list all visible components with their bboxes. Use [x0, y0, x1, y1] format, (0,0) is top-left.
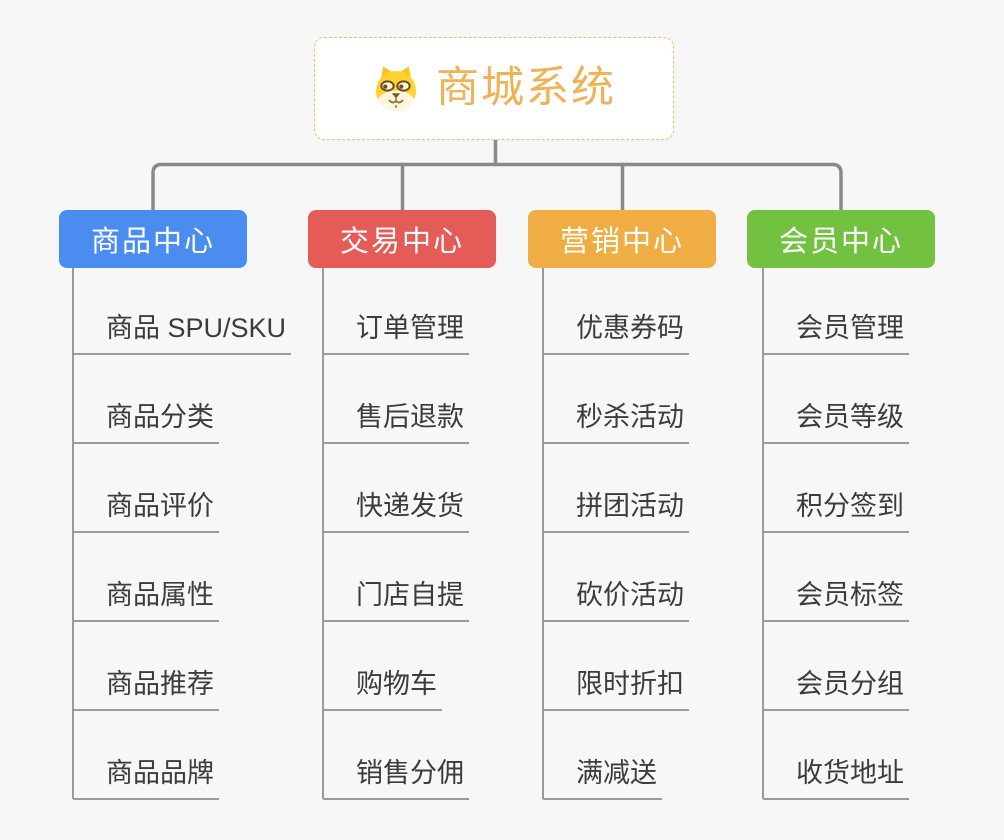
item-flash-sale[interactable]: 秒杀活动	[543, 401, 689, 444]
item-row: 快递发货	[323, 444, 583, 533]
item-product-category[interactable]: 商品分类	[73, 401, 219, 444]
item-row: 会员管理	[763, 266, 1004, 355]
item-product-review[interactable]: 商品评价	[73, 490, 219, 533]
item-row: 会员标签	[763, 533, 1004, 622]
item-row: 积分签到	[763, 444, 1004, 533]
item-product-brand[interactable]: 商品品牌	[73, 757, 219, 800]
item-sales-commission[interactable]: 销售分佣	[323, 757, 469, 800]
column-product-center: 商品 SPU/SKU 商品分类 商品评价 商品属性 商品推荐 商品品牌	[73, 266, 333, 800]
item-row: 商品分类	[73, 355, 333, 444]
item-row: 商品评价	[73, 444, 333, 533]
branch-node-member-center[interactable]: 会员中心	[747, 210, 935, 268]
item-express-delivery[interactable]: 快递发货	[323, 490, 469, 533]
item-bargain-activity[interactable]: 砍价活动	[543, 579, 689, 622]
column-trade-center: 订单管理 售后退款 快递发货 门店自提 购物车 销售分佣	[323, 266, 583, 800]
item-row: 门店自提	[323, 533, 583, 622]
item-product-attribute[interactable]: 商品属性	[73, 579, 219, 622]
item-row: 订单管理	[323, 266, 583, 355]
item-aftersale-refund[interactable]: 售后退款	[323, 401, 469, 444]
item-coupon-code[interactable]: 优惠券码	[543, 312, 689, 355]
item-points-checkin[interactable]: 积分签到	[763, 490, 909, 533]
item-row: 拼团活动	[543, 444, 803, 533]
root-node[interactable]: 商城系统	[314, 37, 674, 140]
item-row: 购物车	[323, 622, 583, 711]
item-row: 满减送	[543, 711, 803, 800]
item-row: 秒杀活动	[543, 355, 803, 444]
item-row: 砍价活动	[543, 533, 803, 622]
item-member-group[interactable]: 会员分组	[763, 668, 909, 711]
column-marketing-center: 优惠券码 秒杀活动 拼团活动 砍价活动 限时折扣 满减送	[543, 266, 803, 800]
item-product-recommend[interactable]: 商品推荐	[73, 668, 219, 711]
item-row: 商品 SPU/SKU	[73, 266, 333, 355]
item-row: 会员等级	[763, 355, 1004, 444]
item-row: 优惠券码	[543, 266, 803, 355]
item-full-reduction[interactable]: 满减送	[543, 757, 662, 800]
item-limited-time-discount[interactable]: 限时折扣	[543, 668, 689, 711]
item-store-pickup[interactable]: 门店自提	[323, 579, 469, 622]
item-member-level[interactable]: 会员等级	[763, 401, 909, 444]
item-group-buy[interactable]: 拼团活动	[543, 490, 689, 533]
item-row: 限时折扣	[543, 622, 803, 711]
item-row: 商品推荐	[73, 622, 333, 711]
item-row: 销售分佣	[323, 711, 583, 800]
item-row: 售后退款	[323, 355, 583, 444]
item-order-management[interactable]: 订单管理	[323, 312, 469, 355]
dog-face-icon	[376, 66, 416, 111]
item-row: 商品品牌	[73, 711, 333, 800]
item-member-tag[interactable]: 会员标签	[763, 579, 909, 622]
item-member-management[interactable]: 会员管理	[763, 312, 909, 355]
column-member-center: 会员管理 会员等级 积分签到 会员标签 会员分组 收货地址	[763, 266, 1004, 800]
item-row: 商品属性	[73, 533, 333, 622]
branch-node-trade-center[interactable]: 交易中心	[308, 210, 496, 268]
branch-node-marketing-center[interactable]: 营销中心	[528, 210, 716, 268]
item-row: 收货地址	[763, 711, 1004, 800]
item-row: 会员分组	[763, 622, 1004, 711]
root-title: 商城系统	[436, 64, 616, 112]
item-shopping-cart[interactable]: 购物车	[323, 668, 442, 711]
item-shipping-address[interactable]: 收货地址	[763, 757, 909, 800]
item-product-spu-sku[interactable]: 商品 SPU/SKU	[73, 312, 292, 355]
branch-node-product-center[interactable]: 商品中心	[59, 210, 247, 268]
